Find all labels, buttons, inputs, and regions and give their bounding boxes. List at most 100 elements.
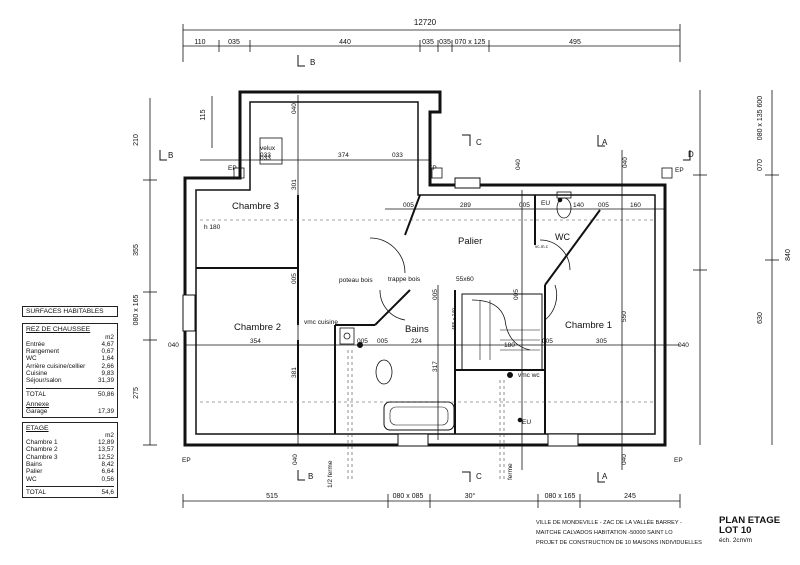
label-ep-4: EP: [182, 457, 191, 464]
row-label: WC: [26, 355, 37, 363]
dim-int-27: 005: [291, 273, 298, 284]
row-label: Chambre 3: [26, 453, 58, 461]
rdc-row: Cuisine 9,83: [26, 370, 114, 377]
plan-scale: éch. 2cm/m: [719, 537, 753, 544]
label-vmc-cuisine: vmc cuisine: [304, 319, 338, 326]
dim-top-3: 440: [339, 39, 351, 46]
row-value: 4,67: [101, 340, 114, 348]
dim-right-1: 080 x 135 600: [757, 96, 764, 140]
row-label: Arrière cuisine/cellier: [26, 362, 86, 370]
row-value: 17,39: [98, 408, 114, 416]
dim-int-17: 381: [291, 367, 298, 378]
label-half-ferme: 1/2 ferme: [327, 460, 334, 488]
dim-int-25: 040: [291, 103, 298, 114]
row-label: Rangement: [26, 348, 60, 356]
dim-int-9: 005: [598, 202, 609, 209]
row-value: 2,66: [101, 362, 114, 370]
dim-left-3: 355: [133, 244, 140, 256]
rdc-row: WC 1,64: [26, 355, 114, 362]
dim-top-5: 035: [439, 39, 451, 46]
dim-int-28: 005: [432, 289, 439, 300]
project-line-1: VILLE DE MONDEVILLE - ZAC DE LA VALLÉE B…: [536, 520, 682, 526]
row-label: Bains: [26, 461, 42, 469]
row-value: 13,57: [98, 446, 114, 454]
row-value: 1,64: [101, 355, 114, 363]
row-label: Cuisine: [26, 370, 48, 378]
room-chambre-1: Chambre 1: [565, 320, 612, 331]
row-label: Séjour/salon: [26, 377, 62, 385]
dim-top-7: 495: [569, 39, 581, 46]
row-value: 6,64: [101, 468, 114, 476]
dim-int-21: 040: [678, 342, 689, 349]
dim-bottom-2: 080 x 085: [393, 493, 424, 500]
dim-left-1: 115: [200, 109, 207, 120]
dim-int-30: 455 x 140: [452, 308, 458, 330]
etage-unit: m2: [105, 431, 114, 439]
label-eu-1: EU: [541, 200, 550, 207]
total-label: TOTAL: [26, 488, 47, 496]
dim-int-15: 005: [542, 338, 553, 345]
dim-int-31: 180: [504, 342, 515, 349]
label-ep-3: EP: [675, 167, 684, 174]
row-label: Palier: [26, 468, 43, 476]
row-value: 8,42: [101, 461, 114, 469]
row-value: 0,56: [101, 475, 114, 483]
row-label: Chambre 2: [26, 446, 58, 454]
dim-int-23: 040: [292, 454, 299, 465]
etage-title: ETAGE: [26, 424, 49, 432]
dim-int-6: 289: [460, 202, 471, 209]
label-h180: h 180: [204, 224, 221, 231]
etage-row: Bains 8,42: [26, 461, 114, 468]
section-mark-b-bottom: B: [308, 472, 313, 481]
dim-int-19: 550: [621, 311, 628, 322]
section-mark-a-bottom: A: [602, 472, 608, 481]
dim-int-8: 140: [573, 202, 584, 209]
section-mark-b-top: B: [310, 58, 315, 67]
label-eu-2: EU: [522, 419, 531, 426]
label-ep-2: EP: [428, 165, 437, 172]
room-bains: Bains: [405, 324, 429, 335]
row-value: 12,89: [98, 439, 114, 447]
total-label: TOTAL: [26, 390, 47, 398]
dim-bottom-5: 245: [624, 493, 636, 500]
rdc-row: Arrière cuisine/cellier 2,66: [26, 363, 114, 370]
row-value: 9,83: [101, 370, 114, 378]
dim-int-3: 033: [392, 152, 403, 159]
section-mark-b-left: B: [168, 151, 173, 160]
dim-int-13: 005: [377, 338, 388, 345]
room-palier: Palier: [458, 236, 482, 247]
section-mark-c-top: C: [476, 138, 482, 147]
rdc-unit: m2: [105, 333, 114, 341]
dim-int-10: 160: [630, 202, 641, 209]
overall-dimension: 12720: [414, 18, 437, 27]
dim-int-18: 317: [432, 361, 439, 372]
dim-right-4: 630: [757, 312, 764, 324]
label-vmc-wc: vmc wc: [518, 372, 540, 379]
dim-top-6: 070 x 125: [455, 39, 486, 46]
rdc-title: REZ DE CHAUSSEE: [26, 326, 91, 334]
annexe-title: Annexe: [26, 400, 50, 408]
dim-int-14: 224: [411, 338, 422, 345]
dim-int-24: 040: [621, 454, 628, 465]
label-trappe-bois: trappe bois: [388, 276, 421, 283]
dim-int-2: 374: [338, 152, 349, 159]
row-label: Entrée: [26, 340, 45, 348]
dim-int-26: 040: [515, 159, 522, 170]
dim-int-16: 305: [596, 338, 607, 345]
dim-int-5: 005: [403, 202, 414, 209]
dim-right-2: 070: [757, 159, 764, 171]
dim-int-4: 301: [291, 179, 298, 190]
dim-int-32: 033: [260, 155, 271, 162]
dim-int-20: 040: [168, 342, 179, 349]
dim-bottom-4: 080 x 165: [545, 493, 576, 500]
project-line-3: PROJET DE CONSTRUCTION DE 10 MAISONS IND…: [536, 540, 702, 546]
room-chambre-2: Chambre 2: [234, 322, 281, 333]
label-velux: velux: [260, 145, 276, 152]
